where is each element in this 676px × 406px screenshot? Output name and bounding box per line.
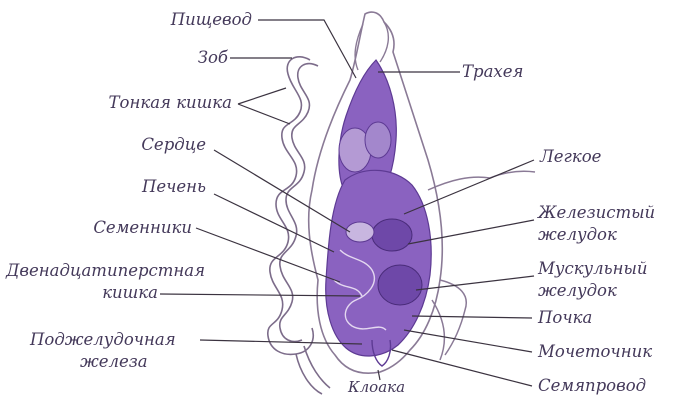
label-muscular-stomach-line2: желудок — [538, 281, 617, 300]
leader-esophagus — [258, 20, 356, 78]
leader-pancreas — [200, 340, 362, 344]
label-vas-deferens: Семяпровод — [538, 376, 646, 395]
label-heart: Сердце — [141, 135, 206, 154]
label-pancreas-line1: Поджелудочная — [30, 330, 176, 349]
leader-small-intestine-b — [238, 104, 290, 124]
wing-outline — [428, 171, 535, 360]
head-tuft — [355, 22, 388, 70]
leader-liver — [214, 194, 334, 252]
label-small-intestine: Тонкая кишка — [109, 93, 232, 112]
label-pancreas-line2: железа — [80, 352, 148, 371]
leader-small-intestine-a — [238, 88, 286, 104]
label-duodenum-line1: Двенадцатиперстная — [6, 261, 205, 280]
label-glandular-stomach-line1: Железистый — [538, 203, 655, 222]
glandular-stomach-shape — [372, 219, 412, 251]
pale-organ-shape — [346, 222, 374, 242]
lower-organ-mass — [326, 170, 432, 356]
leader-vas-deferens — [392, 350, 532, 386]
label-esophagus: Пищевод — [171, 10, 252, 29]
label-testes: Семенники — [93, 218, 192, 237]
label-crop: Зоб — [198, 48, 228, 67]
leader-muscular-stomach — [416, 276, 534, 290]
label-muscular-stomach-line1: Мускульный — [538, 259, 648, 278]
label-cloaca: Клоака — [348, 378, 405, 397]
leader-ureter — [404, 330, 532, 352]
label-ureter: Мочеточник — [538, 342, 652, 361]
label-kidney: Почка — [538, 308, 592, 327]
label-duodenum-line2: кишка — [102, 283, 158, 302]
label-lung: Легкое — [540, 147, 601, 166]
heart-shape — [365, 122, 391, 158]
gizzard-shape — [378, 265, 422, 305]
label-liver: Печень — [142, 177, 206, 196]
label-trachea: Трахея — [462, 62, 523, 81]
leader-testes — [196, 228, 340, 282]
label-glandular-stomach-line2: желудок — [538, 225, 617, 244]
leader-lung — [404, 160, 534, 214]
